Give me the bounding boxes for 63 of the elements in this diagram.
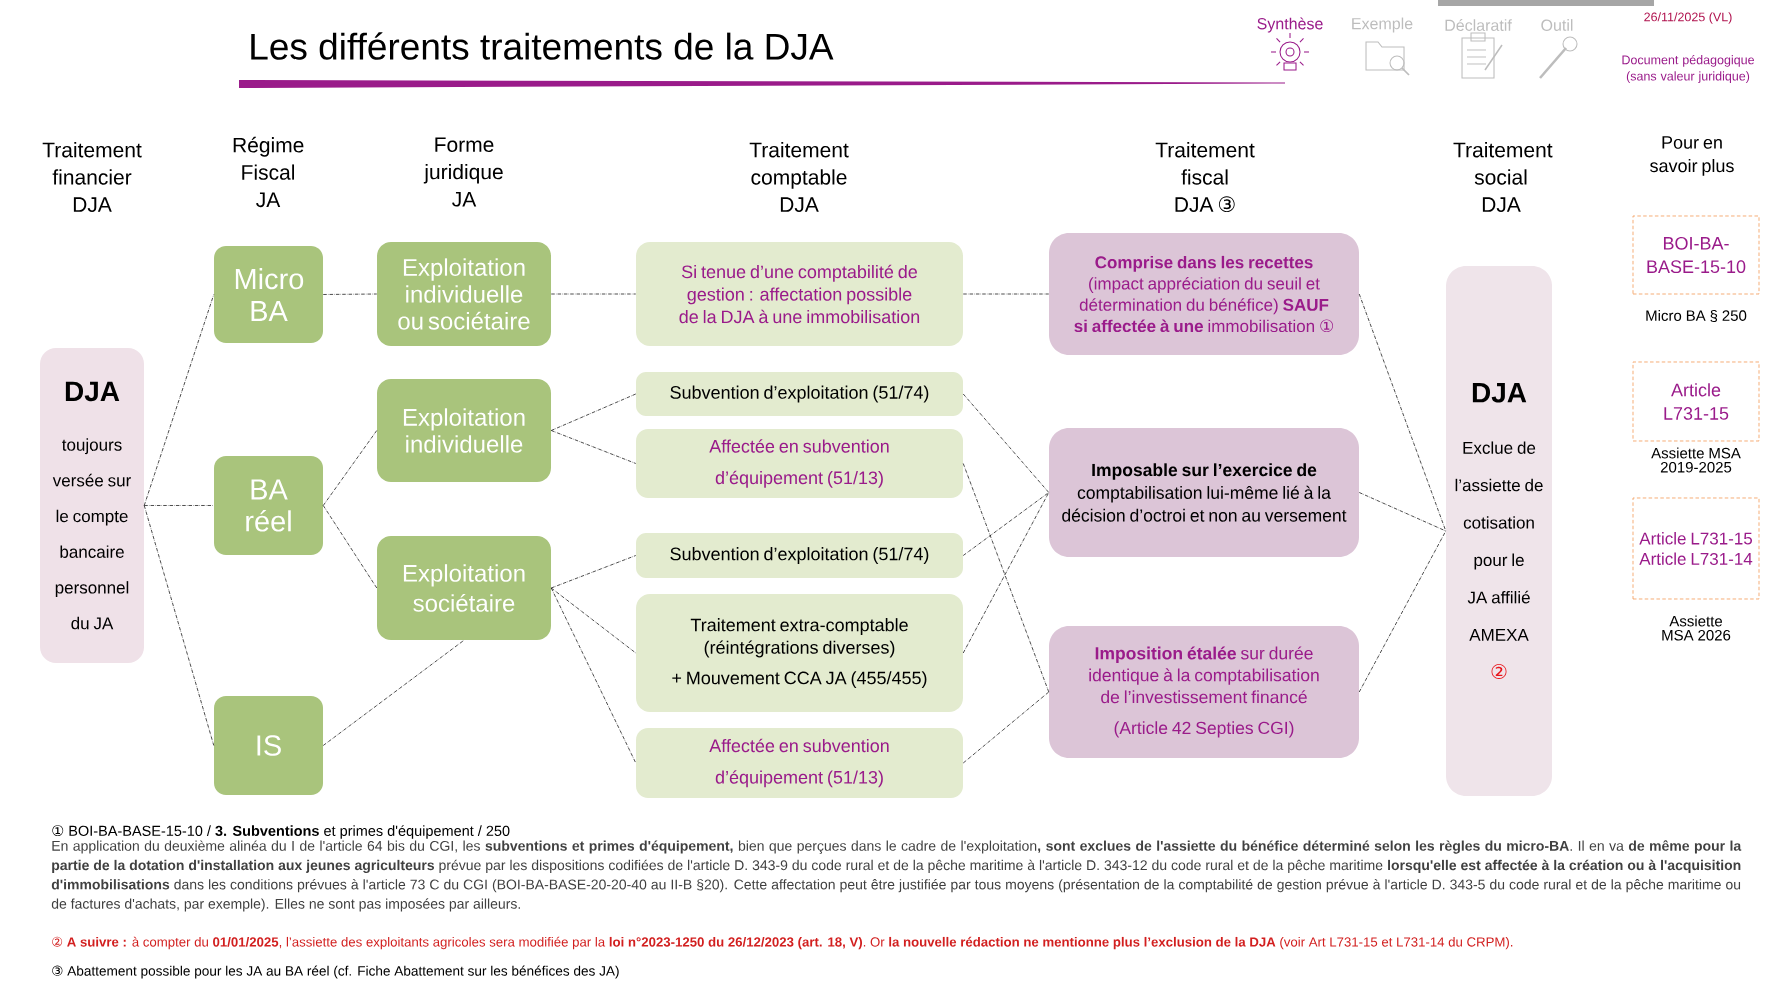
connector	[962, 492, 1050, 654]
footnote: ③ Abattement possible pour les JA au BA réel (cf. Fiche Abattement sur les bénéfices des JA)	[52, 965, 619, 979]
accounting-box: Subvention d’exploitation (51/74)	[636, 533, 963, 578]
connector	[143, 505, 215, 506]
connector	[143, 294, 215, 506]
column-header: Traitement comptable DJA	[749, 142, 849, 212]
legal-form-box: Exploitation individuelle	[377, 379, 551, 482]
legal-form-box: Exploitation sociétaire	[377, 536, 551, 640]
connector	[550, 587, 637, 764]
column-header: Régime Fiscal JA	[233, 136, 304, 208]
tab-label: Exemple	[1352, 17, 1413, 33]
legal-form-box: Exploitation individuelle ou sociétaire	[377, 242, 551, 346]
footnote-heading: ① BOI-BA-BASE-15-10 / 3. Subventions et primes d'équipement / 250	[52, 825, 510, 839]
connector	[962, 293, 1050, 295]
connector	[962, 463, 1050, 693]
info-box: DJA toujours versée sur le compte bancaire personnel du JA	[40, 348, 144, 663]
connector	[962, 691, 1050, 764]
date-label: 26/11/2025 (VL)	[1644, 12, 1732, 24]
box-caption: Micro BA § 250	[1646, 309, 1747, 323]
column-header: Traitement fiscal DJA ③	[1155, 142, 1255, 212]
link-box: Article L731-15	[1632, 361, 1760, 442]
box-caption: Assiette MSA 2026	[1662, 615, 1731, 641]
tax-box: Imposition étalée sur durée identique à la comptabilisation de l’investissement financé (Article 42 Septies CGI)	[1049, 626, 1359, 758]
connector	[322, 293, 378, 295]
disclaimer-note: Document pédagogique (sans valeur juridique)	[1622, 54, 1754, 83]
box-caption: Assiette MSA 2019-2025	[1651, 447, 1741, 473]
tab-label: Déclaratif	[1445, 19, 1512, 31]
connector	[962, 393, 1050, 493]
column-header: Traitement social DJA	[1453, 142, 1553, 212]
footnote: ② A suivre : à compter du 01/01/2025, l’assiette des exploitants agricoles sera modifiée par la loi n°2023-1250 du 26/12/2023 (art. 18, V). Or la nouvelle rédaction ne mentionne plus l’exclusion de la DJA (voir Art L731-15 et L731-14 du CRPM).	[52, 936, 1513, 950]
connector	[550, 293, 637, 295]
column-header: Traitement financier DJA	[42, 142, 142, 212]
connector	[550, 587, 637, 654]
link-box: Article L731-15 Article L731-14	[1632, 497, 1760, 600]
connector	[1358, 293, 1447, 532]
accounting-box: Si tenue d’une comptabilité de gestion : affectation possible de la DJA à une immobilisation	[636, 242, 963, 346]
connector	[322, 430, 378, 506]
connector	[550, 393, 637, 431]
title: Les différents traitements de la DJA	[251, 32, 834, 60]
footnote: En application du deuxième alinéa du I de l'article 64 bis du CGI, les subventions et primes d'équipement, bien que perçues dans le cadre de l'exploitation, sont exclues de l'assiette du bénéfice déterminé selon les règles du micro-BA. Il en va de même pour la partie de la dotation d'installation aux jeunes agriculteurs prévue par les dispositions codifiées de l'article D. 343-9 du code rural et de la pêche maritime à l'article D. 343-12 du code rural et de la pêche maritime lorsqu'elle est affectée à la création ou à l'acquisition d'immobilisations dans les conditions prévues à l'article 73 C du CGI (BOI-BA-BASE-20-20-40 au II-B §20). Cette affectation peut être justifiée par tous moyens (présentation de la comptabilité de gestion prévue à l'article D. 343-5 du code rural et de la pêche maritime ou de factures d'achats, par exemple). Elles ne sont pas imposées par ailleurs.	[51, 840, 1742, 912]
info-box: DJA Exclue de l’assiette de cotisation pour le JA affilié AMEXA ②	[1446, 266, 1552, 796]
tab-label: Outil	[1541, 19, 1573, 31]
tax-box: Imposable sur l’exercice de comptabilisation lui-même lié à la décision d’octroi et non au versement	[1049, 428, 1359, 557]
accounting-box: Affectée en subvention d’équipement (51/13)	[636, 728, 963, 798]
connector	[1358, 492, 1447, 532]
connector	[322, 639, 465, 746]
regime-box: IS	[214, 696, 323, 795]
link-box: BOI-BA-BASE-15-10	[1632, 215, 1760, 295]
connector	[322, 505, 378, 589]
accounting-box: Traitement extra-comptable (réintégrations diverses) + Mouvement CCA JA (455/455)	[636, 594, 963, 712]
connector	[962, 492, 1050, 556]
tab-label: Synthèse	[1257, 17, 1323, 33]
connector	[1358, 530, 1447, 693]
accounting-box: Affectée en subvention d’équipement (51/13)	[636, 429, 963, 498]
regime-box: Micro BA	[214, 246, 323, 343]
regime-box: BA réel	[214, 456, 323, 555]
column-header: Forme juridique JA	[423, 137, 503, 207]
connector	[143, 505, 215, 746]
tax-box: Comprise dans les recettes (impact appréciation du seuil et détermination du bénéfice) SAUF si affectée à une immobilisation ①	[1049, 233, 1359, 355]
column-header: Pour en savoir plus	[1650, 136, 1734, 176]
connector	[550, 430, 637, 464]
accounting-box: Subvention d’exploitation (51/74)	[636, 372, 963, 416]
connector	[550, 555, 637, 589]
